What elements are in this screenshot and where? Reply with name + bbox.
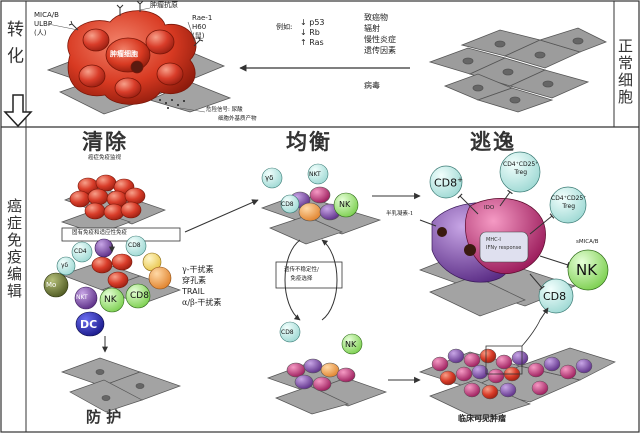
equilibrium-cluster [260,163,382,245]
nk-cell-label: NK [339,200,351,209]
cause-item: 辐射 [364,24,380,33]
ido-label: IDO [484,205,495,211]
clinical-tumor-label: 临床可见肿瘤 [458,413,506,423]
elimination-tumor-cluster [60,174,166,235]
dc-cell-label: DC [80,318,98,331]
equilibrium-tumor-sheet [266,358,388,415]
nk-cell-label: NK [345,340,357,349]
smica-label: sMICA/B [576,239,599,245]
rae-label: H60 [192,23,207,31]
cd8-cell-label: CD8 [281,329,294,336]
example-item: ↓ p53 [300,18,325,27]
example-item: ↓ Rb [300,28,320,37]
cd8-cell-label: CD8 [128,242,141,249]
cd8-cell-label: CD8 [281,201,294,208]
nkt-cell-label: NKT [76,294,88,301]
normal-cells-label: 正常细胞 [616,38,634,106]
equilibrium-box-text: 遗传不稳定性/ 免疫选择 [284,266,319,284]
equilibrium-line: 遗传不稳定性/ [284,267,319,273]
cytokine-list: γ-干扰素 穿孔素 TRAIL α/β-干扰素 [182,264,221,308]
nk-cell-label: NK [576,261,598,279]
gd-cell-label: γδ [61,262,69,269]
cause-item: 致癌物 [364,13,388,22]
innate-box-label: 固有免疫和适应性免疫 [72,230,128,236]
tumor-mass [67,10,197,105]
mhc-line: IFNγ response [486,245,522,251]
nkt-cell-label: NKT [309,171,321,178]
rae-labels: Rae-1 H60 (鼠) [192,14,212,41]
protection-label: 防 护 [86,408,122,426]
cd8-cell-label: CD8+ [434,176,464,190]
nk-cell-label: NK [104,295,117,305]
protected-normal-sheet [60,357,182,413]
danger-signal-dots [159,99,185,109]
example-items: ↓ p53 ↓ Rb ↑ Ras [300,18,325,48]
down-arrow-icon [3,94,33,128]
cd4-cell-label: CD4 [74,248,87,255]
cd8-cell-label: CD8 [130,291,149,301]
equilibrium-line: 免疫选择 [290,276,313,282]
cd8-cell-label: CD8 [543,290,567,303]
clinical-tumor-mass [418,345,616,421]
cytokine-item: γ-干扰素 [182,265,214,274]
cytokine-item: TRAIL [182,287,205,296]
phase-escape: 逃逸 [470,129,516,154]
innate-immunity-box [61,227,181,242]
ligand-labels: MICA/B ULBP (人) [34,11,59,38]
escape-cluster [419,198,577,317]
equilibrium-box [275,261,343,289]
cytokine-item: α/β-干扰素 [182,298,222,307]
virus-label: 病毒 [364,81,380,90]
mhc-line: MHC-I [486,237,501,243]
phase-equilibrium: 均衡 [286,129,332,154]
ligand-label: ULBP [34,20,53,28]
rae-label: Rae-1 [192,14,213,22]
treg-cell-label: CD4⁺CD25⁺ Treg [503,161,539,176]
phase-elimination: 清除 [82,129,128,154]
cause-item: 遗传因素 [364,46,396,55]
ligand-label: (人) [34,29,47,37]
suppression-lines [419,189,570,291]
treg-cell-label: CD4⁺CD25⁺ Treg [551,195,587,210]
surveillance-label: 癌症免疫监视 [88,155,122,161]
antigen-markers [68,0,204,47]
danger-signal-labels: 危险信号: 尿酸 细胞外基质产物 [206,106,257,124]
ligand-label: MICA/B [34,11,59,19]
rae-label: (鼠) [192,32,205,40]
transformation-label: 转 化 [3,20,23,66]
immunoediting-label: 癌症免疫编辑 [5,198,23,300]
label-pointers [47,7,206,113]
gd-cell-label: γδ [265,174,274,182]
tumor-antigen-label: 肿瘤抗原 [150,1,178,9]
cytokine-item: 穿孔素 [182,276,206,285]
danger-line: 危险信号: 尿酸 [206,107,243,113]
galectin-label: 半乳凝素-1 [386,211,414,217]
example-item: ↑ Ras [300,38,324,47]
mhc-labels: MHC-I IFNγ response [486,236,521,252]
normal-cells-sheet [428,27,607,113]
danger-line: 细胞外基质产物 [218,116,257,122]
cause-item: 慢性炎症 [364,35,396,44]
example-title: 例如: [276,23,293,31]
mo-cell-label: Mo [46,281,57,289]
tumor-cell-label: 肿瘤细胞 [110,49,138,58]
cause-list: 致癌物 辐射 慢性炎症 遗传因素 [364,12,396,56]
elimination-immune-cluster [43,235,182,337]
